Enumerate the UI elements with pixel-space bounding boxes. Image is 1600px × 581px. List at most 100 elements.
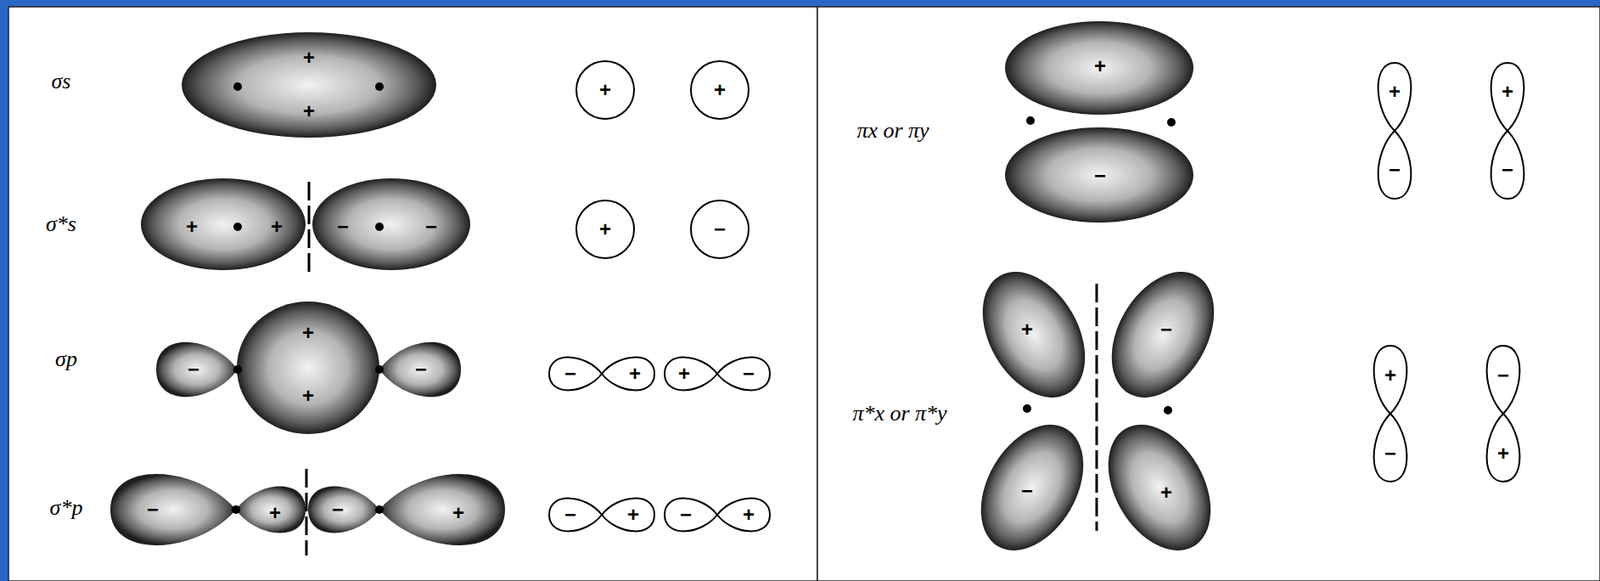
phase-sign: + bbox=[1388, 81, 1401, 102]
orbital-lobe bbox=[235, 486, 306, 534]
phase-sign: + bbox=[1384, 364, 1397, 386]
phase-sign: − bbox=[187, 359, 200, 380]
orbital-lobe bbox=[312, 178, 471, 270]
orbital-label: σp bbox=[55, 348, 78, 371]
phase-sign: + bbox=[302, 385, 315, 406]
s-orbital bbox=[690, 61, 749, 119]
orbital-lobe bbox=[308, 486, 380, 534]
nucleus-dot bbox=[375, 505, 384, 514]
phase-sign: − bbox=[1021, 480, 1033, 501]
nucleus-dot bbox=[231, 505, 241, 514]
atomic-orbital bbox=[717, 357, 770, 391]
atomic-orbital bbox=[1374, 413, 1408, 482]
nucleus-dot bbox=[233, 364, 242, 374]
phase-sign: − bbox=[336, 216, 349, 237]
phase-sign: + bbox=[678, 363, 691, 384]
s-orbital bbox=[576, 200, 635, 259]
orbital-lobe bbox=[961, 253, 1106, 416]
phase-sign: − bbox=[415, 359, 427, 380]
phase-sign: − bbox=[1501, 159, 1514, 180]
orbital-label: σ*s bbox=[45, 213, 77, 236]
orbital-lobe bbox=[1087, 406, 1232, 569]
orbital-lobe bbox=[1090, 253, 1236, 416]
atomic-orbital bbox=[601, 498, 655, 532]
atomic-orbital bbox=[1487, 413, 1521, 482]
orbital-lobe bbox=[156, 342, 238, 398]
phase-sign: + bbox=[1160, 482, 1173, 503]
atomic-orbital bbox=[549, 357, 602, 391]
s-orbital bbox=[576, 61, 635, 119]
nucleus-dot bbox=[1026, 116, 1035, 125]
atomic-orbital bbox=[1374, 345, 1408, 414]
orbital-lobe bbox=[140, 178, 306, 270]
phase-sign: − bbox=[331, 499, 344, 520]
orbital-lobe bbox=[379, 473, 506, 545]
atomic-orbital bbox=[601, 357, 655, 391]
nodal-plane bbox=[1095, 283, 1099, 531]
atomic-orbital bbox=[1487, 345, 1521, 414]
atomic-orbital bbox=[717, 498, 770, 532]
orbital-lobe bbox=[110, 473, 236, 545]
right-panel bbox=[817, 6, 1600, 581]
orbital-lobe bbox=[236, 301, 380, 434]
atomic-orbital bbox=[664, 357, 718, 391]
phase-sign: + bbox=[452, 502, 465, 523]
phase-sign: + bbox=[1094, 56, 1106, 77]
nucleus-dot bbox=[233, 222, 242, 231]
phase-sign: − bbox=[742, 363, 755, 384]
atomic-orbital bbox=[1491, 62, 1525, 131]
phase-sign: − bbox=[1497, 364, 1510, 386]
phase-sign: − bbox=[1388, 159, 1401, 180]
phase-sign: − bbox=[564, 363, 577, 384]
atomic-orbital bbox=[664, 498, 718, 532]
orbital-lobe bbox=[379, 342, 461, 398]
phase-sign: + bbox=[185, 216, 198, 237]
nucleus-dot bbox=[375, 364, 384, 374]
nucleus-dot bbox=[233, 82, 242, 91]
phase-sign: − bbox=[1094, 165, 1106, 186]
phase-sign: + bbox=[628, 363, 641, 384]
phase-sign: + bbox=[627, 504, 640, 525]
orbital-label: σ*p bbox=[50, 496, 84, 519]
phase-sign: − bbox=[1384, 443, 1397, 464]
phase-sign: + bbox=[713, 79, 726, 101]
phase-sign: + bbox=[302, 322, 315, 343]
left-panel bbox=[8, 6, 818, 581]
phase-sign: − bbox=[146, 499, 159, 520]
nodal-plane bbox=[305, 468, 309, 556]
phase-sign: − bbox=[679, 504, 692, 525]
phase-sign: + bbox=[742, 504, 755, 525]
orbital-label: σs bbox=[51, 70, 72, 93]
phase-sign: + bbox=[599, 218, 612, 240]
phase-sign: + bbox=[1021, 319, 1033, 340]
nucleus-dot bbox=[1163, 405, 1173, 415]
phase-sign: − bbox=[713, 218, 726, 240]
nodal-plane bbox=[308, 181, 311, 272]
orbital-label: πx or πy bbox=[856, 119, 929, 142]
nucleus-dot bbox=[1167, 117, 1176, 127]
atomic-orbital bbox=[1378, 130, 1412, 199]
s-orbital bbox=[690, 200, 749, 259]
phase-sign: + bbox=[303, 47, 315, 68]
phase-sign: + bbox=[269, 502, 281, 523]
atomic-orbital bbox=[1491, 130, 1525, 199]
phase-sign: + bbox=[1497, 443, 1510, 464]
phase-sign: − bbox=[425, 216, 438, 237]
atomic-orbital bbox=[1378, 62, 1412, 131]
phase-sign: + bbox=[303, 101, 315, 122]
nucleus-dot bbox=[375, 222, 384, 231]
phase-sign: + bbox=[1501, 81, 1514, 102]
phase-sign: − bbox=[564, 504, 577, 525]
orbital-lobe bbox=[1004, 21, 1194, 115]
nucleus-dot bbox=[375, 82, 384, 91]
orbital-lobe bbox=[960, 406, 1105, 569]
phase-sign: + bbox=[270, 216, 283, 237]
orbital-lobe bbox=[181, 32, 437, 138]
phase-sign: + bbox=[599, 79, 612, 101]
phase-sign: − bbox=[1160, 319, 1173, 340]
orbital-lobe bbox=[1004, 127, 1194, 223]
orbital-label: π*x or π*y bbox=[852, 402, 947, 425]
nucleus-dot bbox=[1022, 404, 1032, 413]
atomic-orbital bbox=[549, 498, 602, 532]
